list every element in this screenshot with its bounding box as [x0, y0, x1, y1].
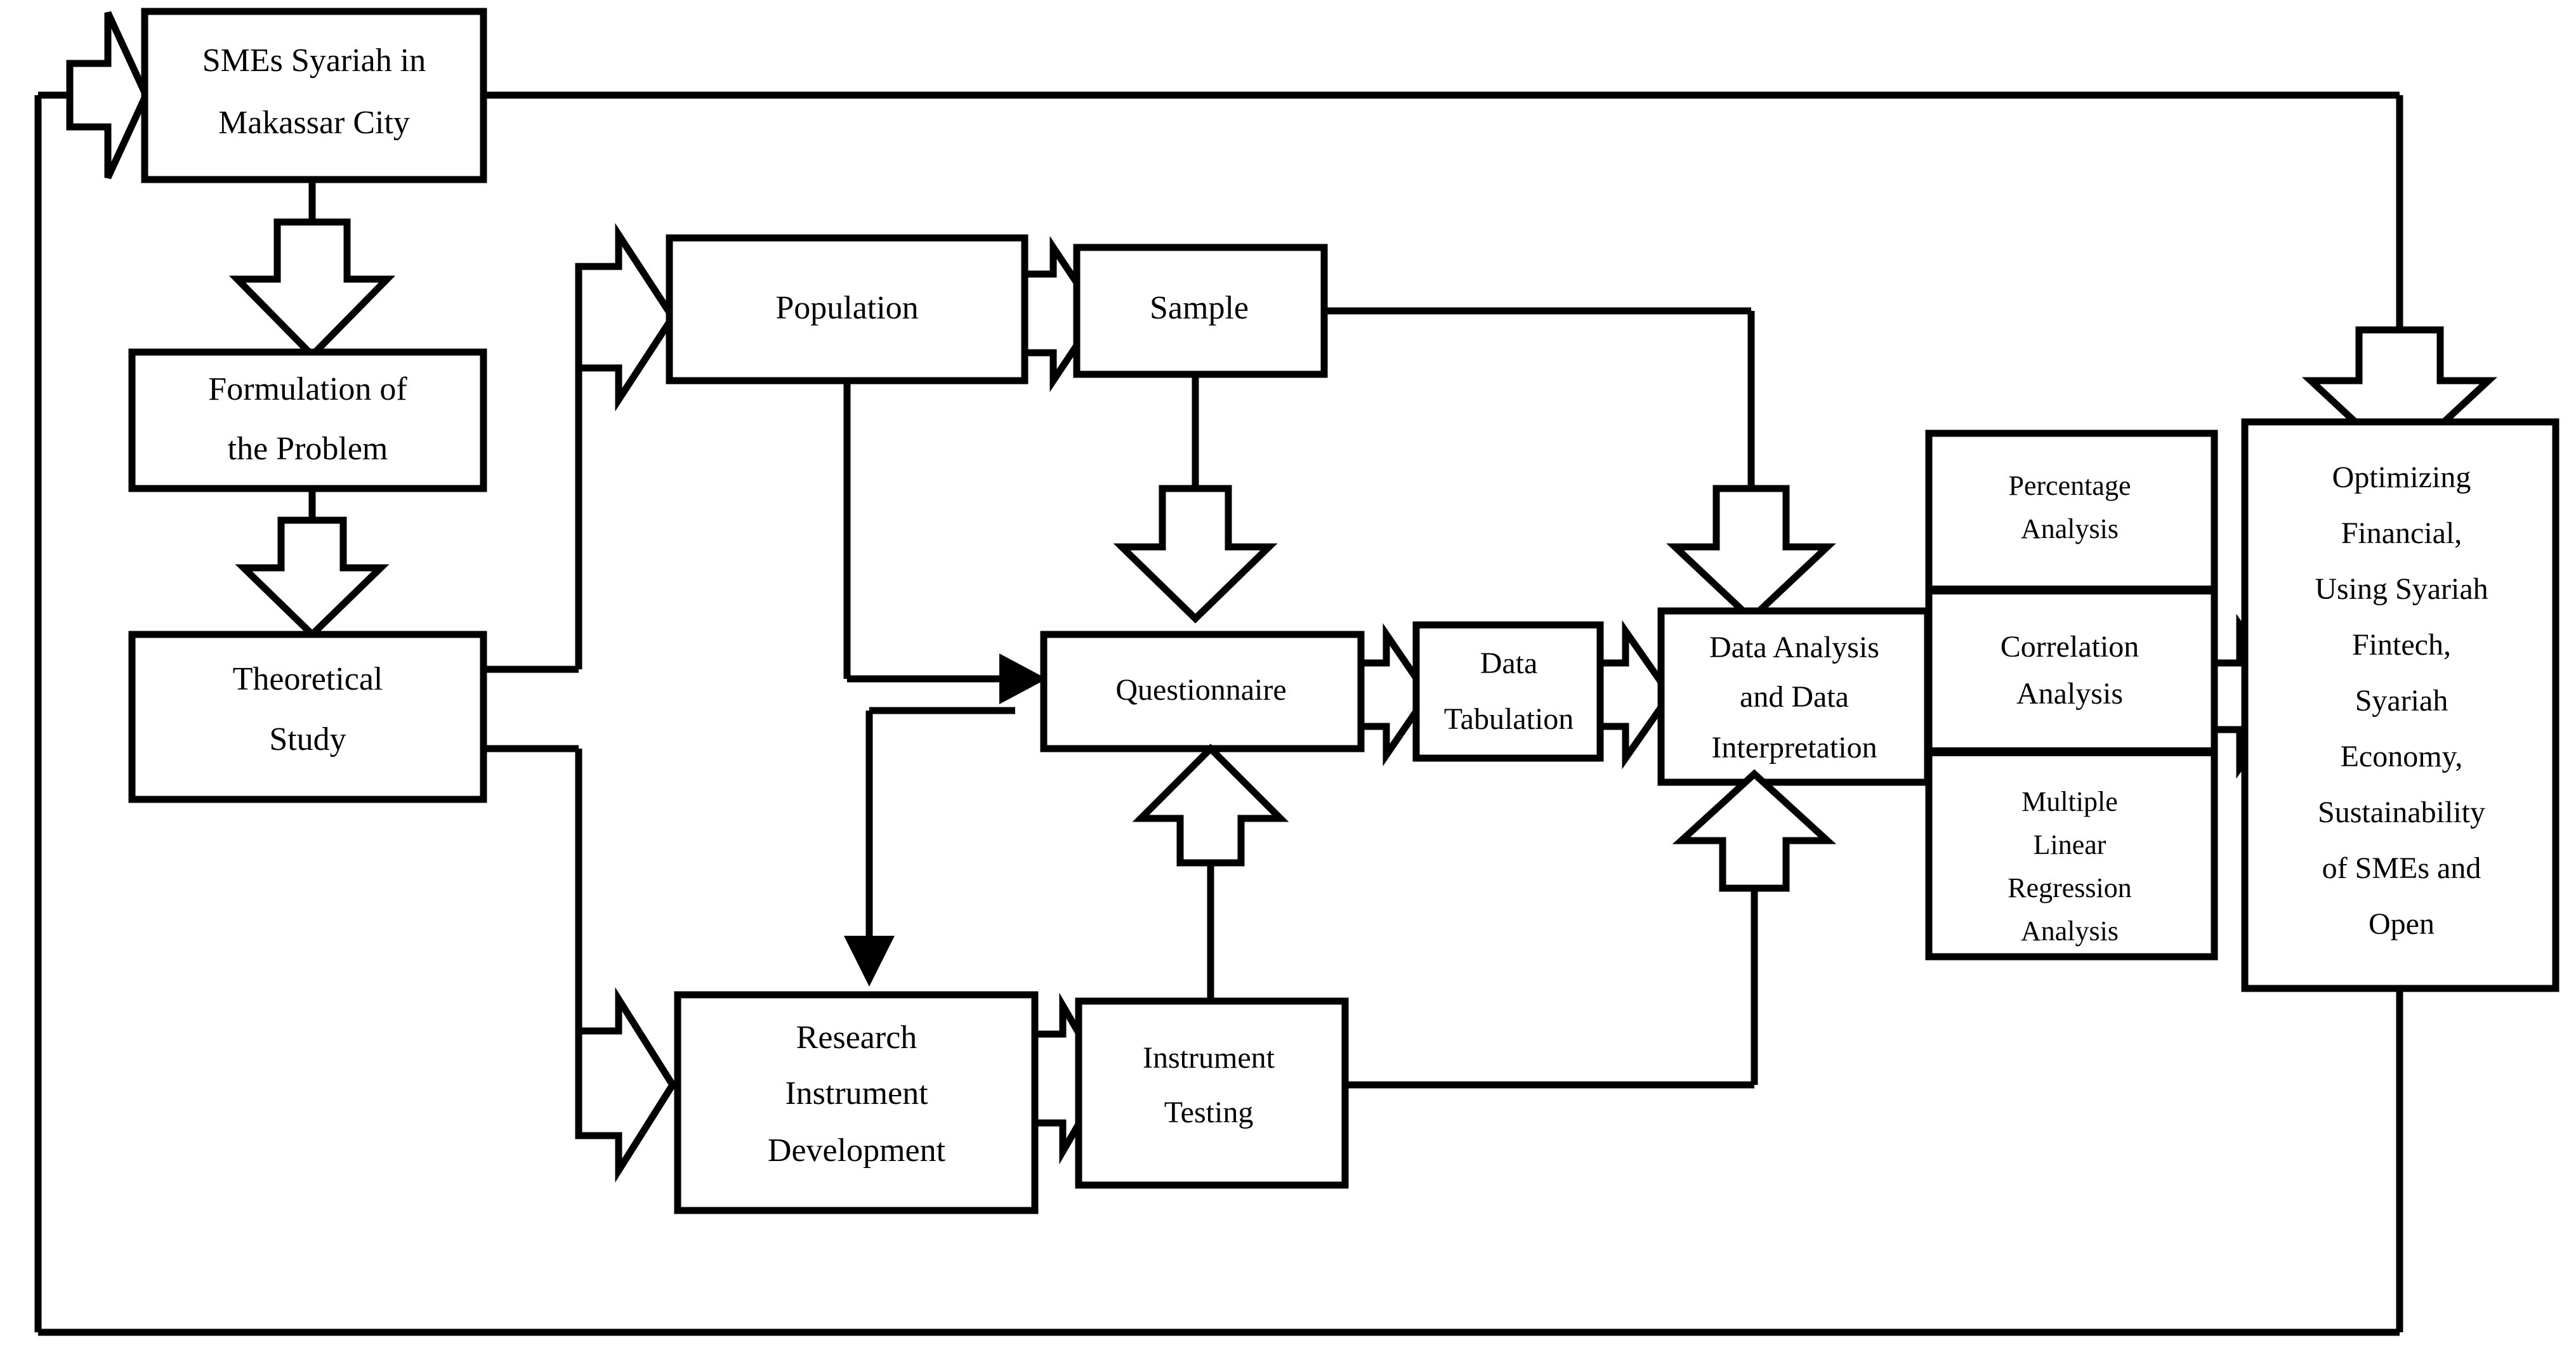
node-analysis-box: [1657, 607, 1931, 786]
label-smes: SMEs Syariah in Makassar City: [202, 43, 426, 141]
theoretical-branch-path: [483, 298, 582, 1079]
svg-text:Linear: Linear: [2034, 829, 2106, 860]
label-correlation-analysis: Correlation Analysis: [2001, 630, 2139, 711]
svg-text:Using Syariah: Using Syariah: [2315, 572, 2488, 606]
node-tabulation-box: [1412, 621, 1604, 762]
svg-text:Tabulation: Tabulation: [1444, 702, 1574, 736]
label-regression-analysis: Multiple Linear Regression Analysis: [2008, 786, 2132, 947]
svg-text:Development: Development: [768, 1132, 946, 1169]
label-theoretical: Theoretical Study: [233, 661, 383, 758]
svg-text:Population: Population: [775, 290, 918, 326]
node-outcome-box: [2241, 418, 2560, 992]
svg-text:Instrument: Instrument: [785, 1075, 928, 1112]
svg-text:Economy,: Economy,: [2341, 740, 2463, 773]
label-formulation: Formulation of the Problem: [208, 371, 407, 467]
svg-text:Questionnaire: Questionnaire: [1115, 673, 1286, 707]
svg-text:Open: Open: [2369, 907, 2435, 941]
arrow-right-tabulation-to-analysis-icon: [1596, 620, 1674, 770]
questionnaire-to-dev-path: [844, 707, 1015, 987]
arrow-down-smes-to-formulation-icon: [228, 218, 396, 360]
node-instrument-dev-box: [674, 991, 1039, 1214]
arrow-down-sample-to-analysis-icon: [1666, 485, 1836, 624]
svg-text:Analysis: Analysis: [2016, 677, 2123, 711]
svg-text:of SMEs and: of SMEs and: [2322, 851, 2481, 885]
svg-text:Makassar City: Makassar City: [218, 105, 410, 141]
svg-text:Analysis: Analysis: [2021, 915, 2119, 947]
node-instrument-testing-box: [1075, 997, 1349, 1189]
arrow-down-sample-to-questionnaire-icon: [1113, 485, 1278, 624]
svg-text:SMEs Syariah in: SMEs Syariah in: [202, 43, 426, 79]
arrow-up-testing-to-questionnaire-icon: [1132, 744, 1289, 867]
svg-text:Testing: Testing: [1164, 1096, 1254, 1129]
svg-text:Study: Study: [269, 721, 346, 758]
svg-text:Data: Data: [1480, 646, 1538, 680]
svg-text:Regression: Regression: [2008, 872, 2132, 903]
label-instrument-dev: Research Instrument Development: [768, 1020, 946, 1169]
node-theoretical-box: [128, 631, 487, 803]
svg-text:Multiple: Multiple: [2021, 786, 2118, 817]
smes-to-outcome-path: [483, 91, 2403, 330]
arrow-right-to-population-icon: [575, 223, 677, 412]
arrow-right-questionnaire-to-tabulation-icon: [1357, 623, 1432, 766]
arrowhead-questionnaire-dev-icon: [844, 936, 895, 987]
entry-block-arrow-icon: [66, 11, 150, 180]
svg-text:and Data: and Data: [1740, 680, 1849, 714]
svg-text:Optimizing: Optimizing: [2332, 461, 2471, 494]
svg-text:the Problem: the Problem: [228, 431, 388, 467]
label-outcome: Optimizing Financial, Using Syariah Fint…: [2315, 461, 2488, 941]
testing-to-analysis-path: [1345, 888, 1758, 1089]
node-analysis-methods-box: [1925, 430, 2218, 961]
svg-text:Financial,: Financial,: [2341, 516, 2462, 550]
svg-text:Analysis: Analysis: [2021, 513, 2119, 544]
svg-text:Research: Research: [796, 1020, 917, 1056]
label-questionnaire: Questionnaire: [1115, 673, 1286, 707]
svg-text:Interpretation: Interpretation: [1711, 731, 1877, 764]
arrow-right-to-instrument-dev-icon: [575, 987, 677, 1183]
feedback-loop-path: [34, 91, 2403, 1336]
arrowhead-population-questionnaire-icon: [999, 653, 1047, 704]
svg-text:Syariah: Syariah: [2355, 684, 2448, 718]
label-instrument-testing: Instrument Testing: [1143, 1041, 1275, 1129]
node-formulation-box: [128, 348, 487, 492]
label-population: Population: [775, 290, 918, 326]
svg-text:Fintech,: Fintech,: [2352, 628, 2451, 662]
label-percentage-analysis: Percentage Analysis: [2009, 470, 2131, 544]
node-questionnaire-box: [1040, 631, 1365, 752]
label-sample: Sample: [1150, 290, 1249, 326]
svg-text:Data Analysis: Data Analysis: [1709, 631, 1879, 664]
node-sample-box: [1073, 244, 1328, 378]
arrow-down-formulation-to-theoretical-icon: [235, 516, 390, 640]
node-smes-box: [141, 8, 487, 183]
svg-text:Sustainability: Sustainability: [2318, 796, 2485, 829]
svg-text:Correlation: Correlation: [2001, 630, 2139, 664]
svg-text:Percentage: Percentage: [2009, 470, 2131, 501]
label-analysis: Data Analysis and Data Interpretation: [1709, 631, 1879, 764]
arrow-up-testing-to-analysis-icon: [1672, 769, 1837, 892]
svg-text:Theoretical: Theoretical: [233, 661, 383, 697]
svg-text:Sample: Sample: [1150, 290, 1249, 326]
sample-to-analysis-path: [1324, 307, 1755, 489]
svg-text:Formulation of: Formulation of: [208, 371, 407, 407]
population-to-questionnaire-path: [843, 381, 1047, 704]
svg-text:Instrument: Instrument: [1143, 1041, 1275, 1075]
label-tabulation: Data Tabulation: [1444, 646, 1574, 736]
